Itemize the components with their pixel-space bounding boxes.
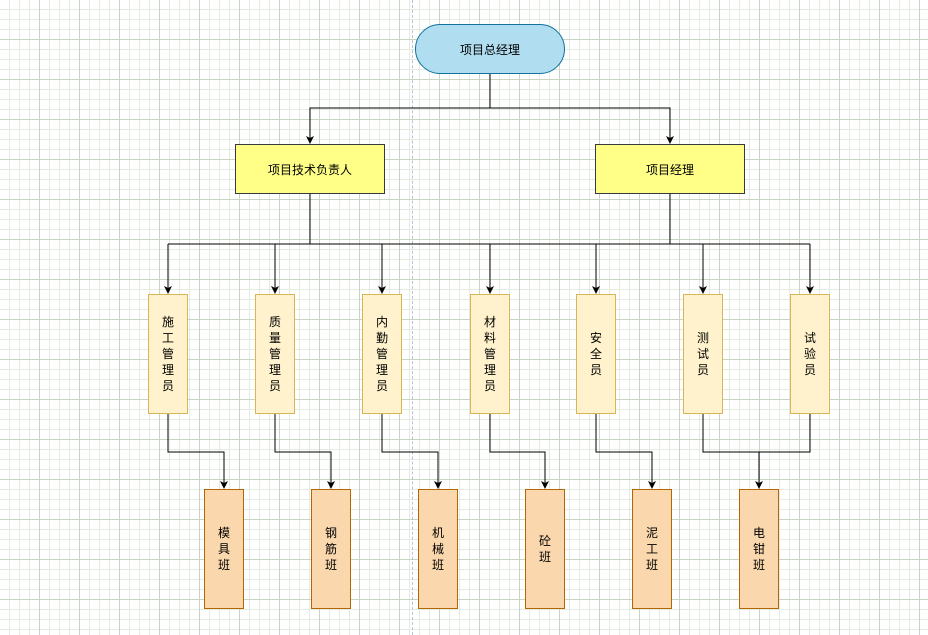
node-project-manager[interactable]: 项目经理: [595, 144, 745, 194]
node-label: 电钳班: [752, 526, 765, 572]
node-test-officer[interactable]: 试验员: [790, 294, 830, 414]
connector-mgr6-to-team6: [702, 414, 763, 489]
connector-mgr5-to-team5: [595, 414, 656, 489]
connector-root-to-tech-lead: [306, 74, 491, 144]
connector-mgr1-to-team1: [167, 414, 228, 489]
node-quality-manager[interactable]: 质量管理员: [255, 294, 295, 414]
node-technical-lead[interactable]: 项目技术负责人: [235, 144, 385, 194]
node-masonry-team[interactable]: 泥工班: [632, 489, 672, 609]
node-label: 内勤管理员: [375, 315, 388, 393]
node-label: 材料管理员: [483, 315, 496, 393]
node-label: 施工管理员: [161, 315, 174, 393]
node-concrete-team[interactable]: 砼班: [525, 489, 565, 609]
page-guide-line: [412, 0, 413, 635]
node-label: 测试员: [696, 331, 709, 377]
connector-mgr4-to-team4: [489, 414, 549, 489]
node-label: 泥工班: [645, 526, 658, 572]
node-label: 项目经理: [645, 162, 694, 177]
connector-root-to-pm: [490, 107, 674, 144]
connector-tech-lead-bus: [168, 194, 810, 245]
node-label: 质量管理员: [268, 315, 281, 393]
node-label: 项目总经理: [459, 42, 520, 57]
connector-mgr3-to-team3: [381, 414, 442, 489]
node-label: 模具班: [217, 526, 230, 572]
node-rebar-team[interactable]: 钢筋班: [311, 489, 351, 609]
node-construction-manager[interactable]: 施工管理员: [148, 294, 188, 414]
node-machinery-team[interactable]: 机械班: [418, 489, 458, 609]
node-label: 机械班: [431, 526, 444, 572]
node-electrical-fitter-team[interactable]: 电钳班: [739, 489, 779, 609]
node-surveyor[interactable]: 测试员: [683, 294, 723, 414]
node-materials-manager[interactable]: 材料管理员: [470, 294, 510, 414]
connector-mgr2-to-team2: [274, 414, 335, 489]
node-office-manager[interactable]: 内勤管理员: [362, 294, 402, 414]
node-label: 安全员: [589, 331, 602, 377]
node-label: 试验员: [803, 331, 816, 377]
node-project-general-manager[interactable]: 项目总经理: [415, 24, 565, 74]
connector-mgr7-to-team6: [759, 414, 811, 453]
node-label: 砼班: [538, 534, 551, 564]
node-safety-officer[interactable]: 安全员: [576, 294, 616, 414]
node-formwork-team[interactable]: 模具班: [204, 489, 244, 609]
node-label: 钢筋班: [324, 526, 337, 572]
node-label: 项目技术负责人: [267, 162, 352, 177]
